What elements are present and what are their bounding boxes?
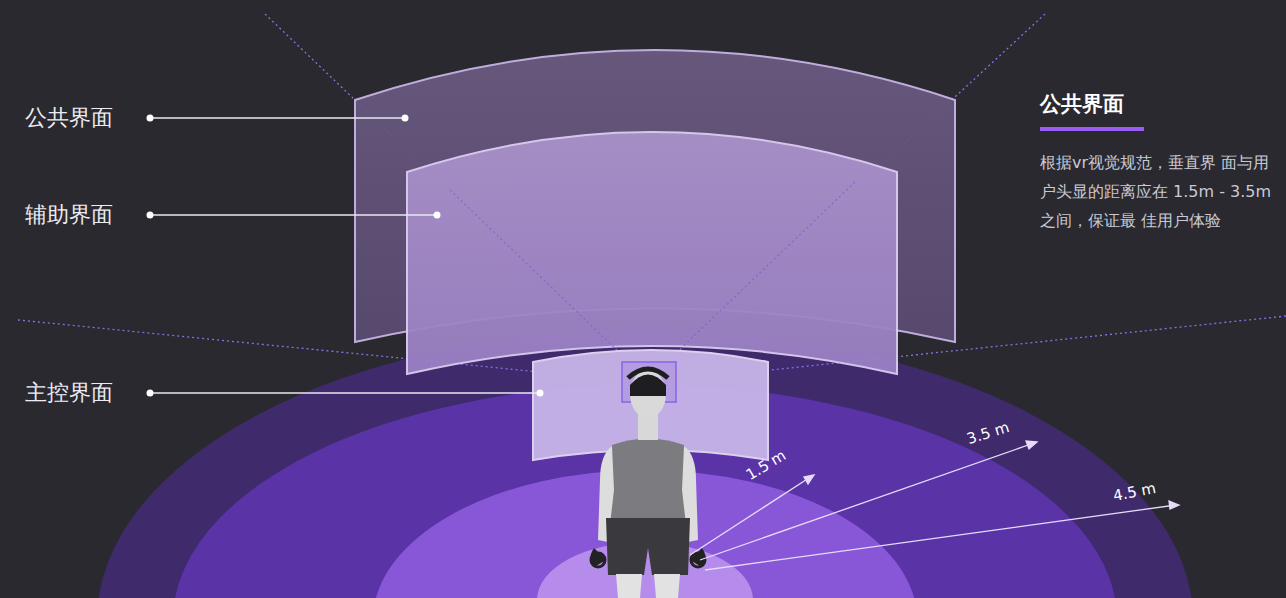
- dimension-label: 3.5 m: [965, 418, 1012, 448]
- heading-underline: [1040, 127, 1144, 131]
- leader-lines: [147, 115, 544, 397]
- dimension-label: 1.5 m: [743, 446, 789, 484]
- head-frame: [622, 362, 676, 402]
- note-text: 根据vr视觉规范，垂直界 面与用户头显的距离应在 1.5m - 3.5m之间，保…: [1040, 148, 1284, 235]
- sight-lines: [18, 14, 1286, 382]
- part-label: 主控界面: [25, 380, 113, 406]
- user-figure: [590, 369, 705, 598]
- floor-ring-outer: [97, 330, 1193, 598]
- aux-panel: [407, 132, 897, 374]
- note-heading: 公共界面: [1040, 92, 1124, 117]
- distance-arrows: [690, 441, 1179, 570]
- dimension-label: 4.5 m: [1112, 479, 1158, 505]
- part-label: 辅助界面: [25, 202, 113, 228]
- part-label: 公共界面: [25, 105, 113, 131]
- sight-lines-front: [450, 182, 855, 378]
